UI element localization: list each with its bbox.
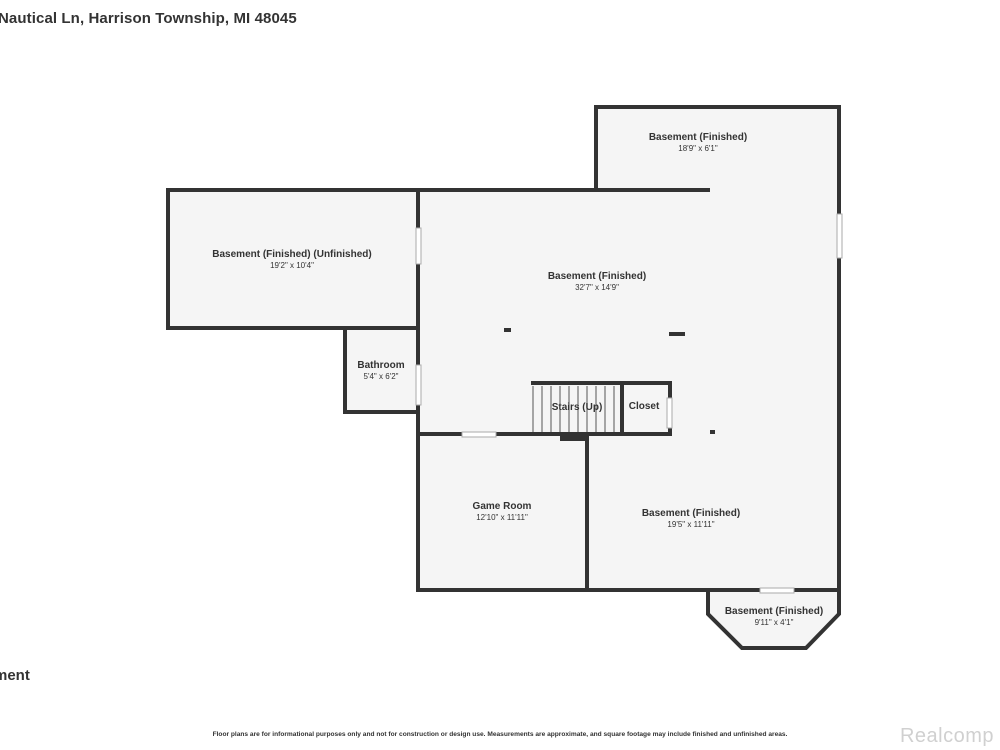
realcomp-watermark: Realcomp (899, 725, 994, 747)
room-dimensions: 12'10" x 11'11" (476, 513, 528, 522)
window-opening (836, 213, 843, 259)
room-dimensions: 19'2" x 10'4" (270, 261, 314, 270)
room-name: Stairs (Up) (552, 402, 603, 413)
room-dimensions: 32'7" x 14'9" (575, 283, 619, 292)
floor-level-label: ment (0, 667, 30, 684)
room-dimensions: 5'4" x 6'2" (364, 372, 399, 381)
room-name: Basement (Finished) (725, 606, 823, 617)
door-opening (415, 227, 422, 265)
openings (415, 213, 843, 594)
room-dimensions: 9'11" x 4'1" (755, 618, 794, 627)
walls (166, 105, 841, 650)
room-name: Basement (Finished) (649, 132, 747, 143)
door-opening (461, 431, 497, 438)
posts (504, 328, 715, 434)
room-name: Basement (Finished) (548, 271, 646, 282)
stair-landing (560, 434, 586, 441)
property-address: Nautical Ln, Harrison Township, MI 48045 (0, 10, 297, 27)
room-name: Game Room (473, 501, 532, 512)
room-dimensions: 19'5" x 11'11" (667, 520, 714, 529)
door-opening (759, 587, 795, 594)
stair-treads (532, 386, 615, 432)
door-opening (415, 364, 422, 406)
room-name: Closet (629, 401, 660, 412)
room-labels: Basement (Finished) 18'9" x 6'1" Basemen… (212, 132, 823, 627)
room-name: Basement (Finished) (642, 508, 740, 519)
room-dimensions: 18'9" x 6'1" (678, 144, 718, 153)
door-opening (666, 397, 673, 429)
disclaimer-text: Floor plans are for informational purpos… (212, 731, 788, 738)
room-name: Bathroom (357, 360, 404, 371)
room-name: Basement (Finished) (Unfinished) (212, 249, 371, 260)
